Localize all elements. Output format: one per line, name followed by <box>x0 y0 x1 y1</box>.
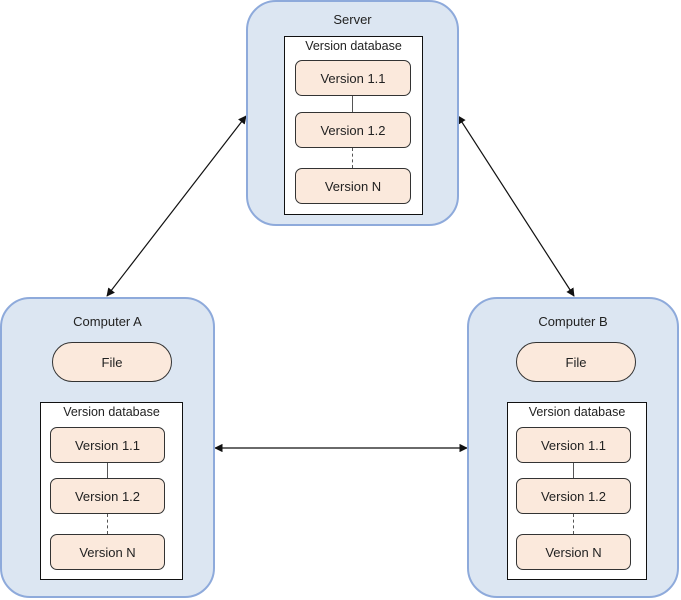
computer-a-connector-1 <box>107 463 108 478</box>
computer-a-connector-dashed <box>107 514 108 534</box>
computer-b-file: File <box>516 342 636 382</box>
computer-b-node: Computer B File Version database Version… <box>467 297 679 598</box>
computer-a-db-label: Version database <box>63 405 160 419</box>
server-version-1-1: Version 1.1 <box>295 60 411 96</box>
server-title: Server <box>333 12 372 27</box>
computer-b-version-1-1: Version 1.1 <box>516 427 631 463</box>
server-version-n: Version N <box>295 168 411 204</box>
computer-b-connector-1 <box>573 463 574 478</box>
link-server-computer-b <box>457 115 575 297</box>
computer-a-node: Computer A File Version database Version… <box>0 297 215 598</box>
computer-b-title: Computer B <box>538 314 608 329</box>
computer-b-version-1-2: Version 1.2 <box>516 478 631 514</box>
computer-b-db-label: Version database <box>528 405 626 419</box>
server-version-database: Version database Version 1.1 Version 1.2… <box>284 36 423 215</box>
link-server-computer-a <box>106 115 247 297</box>
server-connector-dashed <box>352 148 353 168</box>
computer-a-version-n: Version N <box>50 534 165 570</box>
computer-a-version-database: Version database Version 1.1 Version 1.2… <box>40 402 183 580</box>
computer-b-version-database: Version database Version 1.1 Version 1.2… <box>507 402 647 580</box>
computer-a-title: Computer A <box>73 314 142 329</box>
server-db-label: Version database <box>305 39 402 53</box>
computer-a-version-1-1: Version 1.1 <box>50 427 165 463</box>
server-connector-1 <box>352 96 353 112</box>
server-node: Server Version database Version 1.1 Vers… <box>246 0 459 226</box>
server-version-1-2: Version 1.2 <box>295 112 411 148</box>
computer-a-file: File <box>52 342 172 382</box>
computer-a-version-1-2: Version 1.2 <box>50 478 165 514</box>
computer-b-connector-dashed <box>573 514 574 534</box>
computer-b-version-n: Version N <box>516 534 631 570</box>
